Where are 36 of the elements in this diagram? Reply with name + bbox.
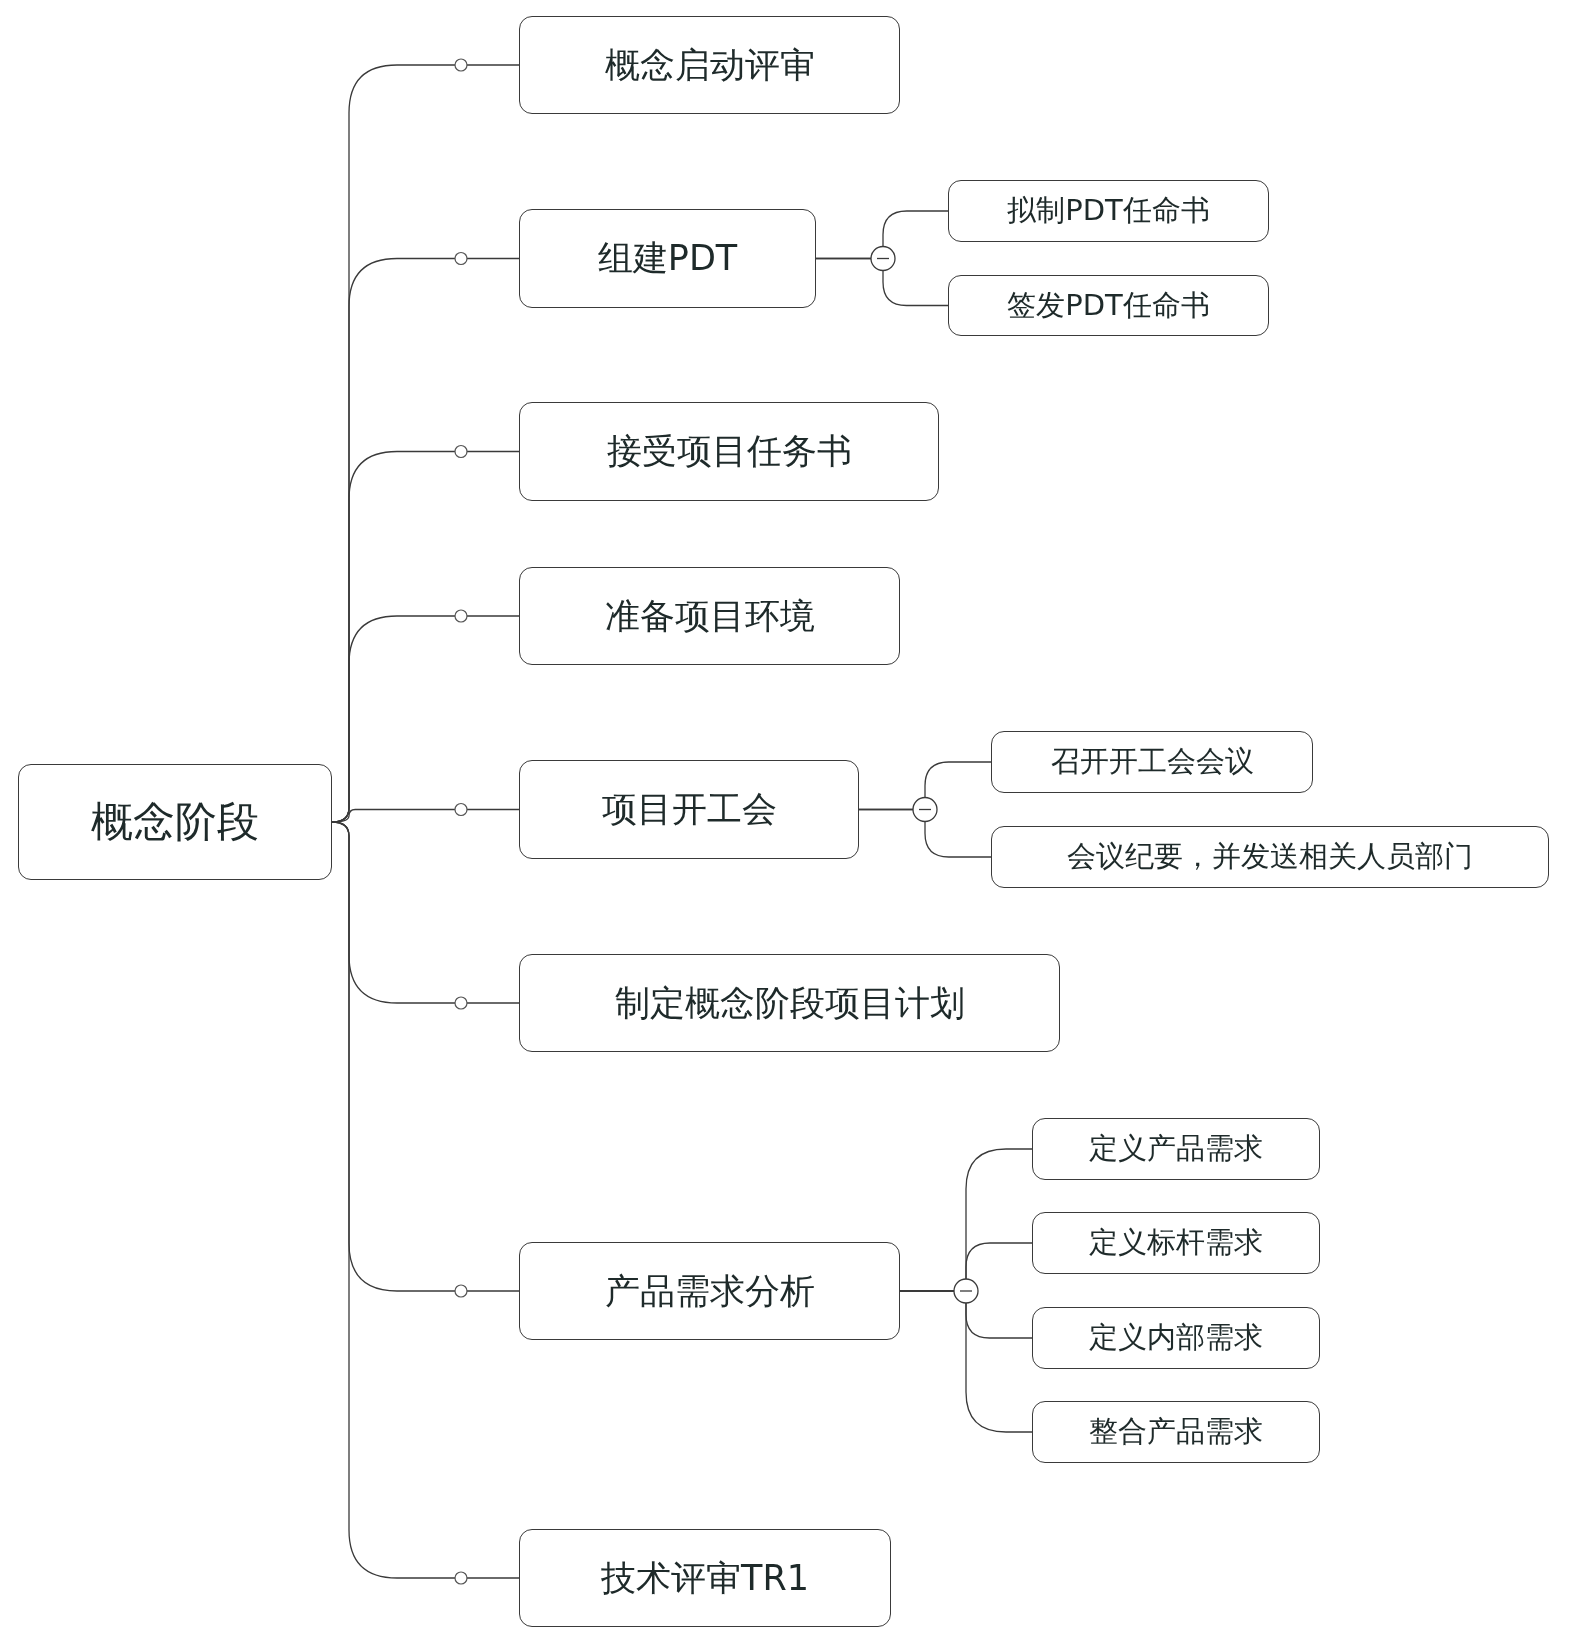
topic-box: [519, 402, 939, 501]
subtopic-box: [948, 275, 1269, 336]
subtopic-box: [1032, 1307, 1320, 1369]
topic-label: 接受项目任务书: [606, 430, 852, 473]
topic-label: 定义标杆需求: [1089, 1224, 1263, 1261]
topic-label: 定义内部需求: [1089, 1319, 1263, 1356]
topic-label: 整合产品需求: [1089, 1413, 1263, 1450]
subtopic-box: [1032, 1401, 1320, 1463]
topic-label: 会议纪要，并发送相关人员部门: [1067, 838, 1473, 875]
topic-label: 产品需求分析: [604, 1269, 815, 1313]
subtopic-box: [991, 826, 1549, 888]
topic-box: [519, 760, 859, 859]
topic-box: [519, 16, 900, 114]
topic-label: 拟制PDT任命书: [1007, 192, 1210, 229]
topic-label: 制定概念阶段项目计划: [614, 981, 965, 1025]
topic-label: 概念阶段: [91, 796, 259, 848]
topic-box: [519, 1242, 900, 1340]
connector-line: [858, 808, 992, 858]
topic-label: 签发PDT任命书: [1007, 286, 1210, 324]
connector-line: [815, 257, 949, 307]
topic-box: [519, 209, 816, 308]
topic-box: [519, 954, 1060, 1052]
topic-label: 组建PDT: [597, 237, 738, 280]
subtopic-box: [1032, 1212, 1320, 1274]
topic-label: 定义产品需求: [1089, 1130, 1263, 1167]
subtopic-box: [1032, 1118, 1320, 1180]
subtopic-box: [948, 180, 1269, 242]
topic-label: 准备项目环境: [604, 594, 815, 638]
root-topic-box: [18, 764, 332, 880]
topic-label: 技术评审TR1: [601, 1556, 809, 1600]
topic-label: 项目开工会: [601, 788, 777, 831]
topic-label: 概念启动评审: [604, 43, 815, 87]
topic-label: 召开开工会会议: [1050, 743, 1254, 780]
subtopic-box: [991, 731, 1313, 793]
topic-box: [519, 567, 900, 665]
topic-box: [519, 1529, 891, 1627]
